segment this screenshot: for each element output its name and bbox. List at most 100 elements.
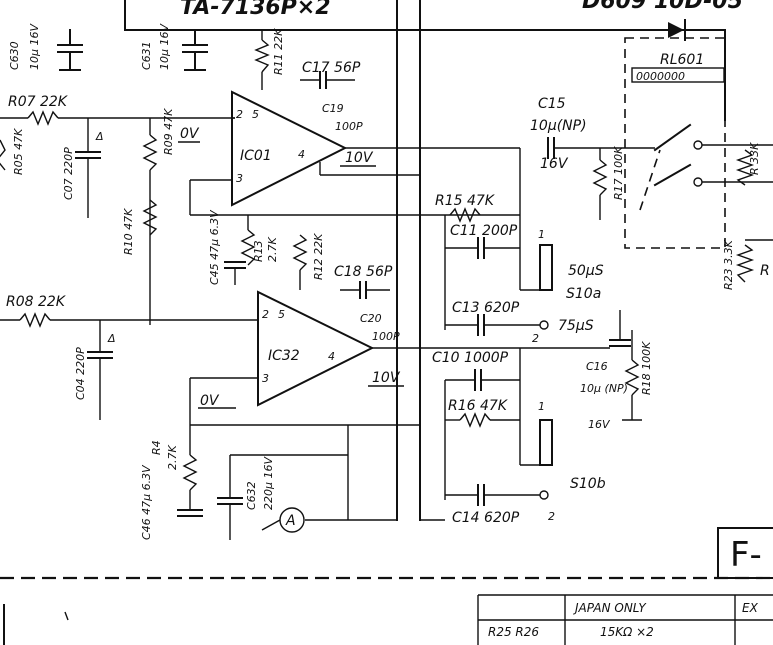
c19-label: C19 bbox=[322, 102, 344, 115]
relay-label: RL601 bbox=[660, 52, 704, 68]
pin-label: 2 bbox=[236, 108, 243, 121]
c632-value: 220µ 16V bbox=[262, 456, 275, 510]
r08-label: R08 22K bbox=[6, 294, 67, 310]
diode-label: D609 10D-05 bbox=[582, 0, 743, 14]
r10-label: R10 47K bbox=[122, 208, 135, 255]
figure-label: F- bbox=[730, 535, 762, 575]
c630-label: C630 bbox=[8, 41, 21, 70]
resistor-r17 bbox=[592, 159, 608, 196]
relay-coil bbox=[631, 67, 725, 83]
switch-pos-2: 2 bbox=[532, 332, 539, 345]
c631-value: 10µ 16V bbox=[158, 23, 171, 70]
resistor-r08 bbox=[19, 312, 51, 328]
switch-s10b-body bbox=[539, 419, 553, 466]
pin-label: 5 bbox=[278, 308, 285, 321]
resistor-r11 bbox=[254, 30, 270, 90]
pin-label: 3 bbox=[262, 372, 269, 385]
capacitor-c631 bbox=[182, 29, 208, 71]
resistor-r16 bbox=[459, 412, 491, 428]
ic-type-title: TA-7136P×2 bbox=[180, 0, 331, 20]
c18-label: C18 56P bbox=[334, 264, 393, 280]
r12-label: R12 22K bbox=[312, 233, 325, 280]
resistor-r4 bbox=[182, 454, 198, 491]
r09-label: R09 47K bbox=[162, 108, 175, 155]
relay-contact-b bbox=[653, 163, 692, 187]
resistor-label: R 33K bbox=[748, 142, 761, 175]
c45-label: C45 47µ 6.3V bbox=[208, 209, 221, 285]
r15-label: R15 47K bbox=[435, 193, 496, 209]
ic32-label: IC32 bbox=[268, 348, 300, 364]
r18-label: R18 100K bbox=[640, 341, 653, 395]
pin-label: 5 bbox=[252, 108, 259, 121]
resistor-label: R bbox=[760, 263, 770, 279]
resistor-r18 bbox=[624, 359, 640, 396]
switch-50us: 50µS bbox=[568, 263, 604, 279]
coil-windings: 0000000 bbox=[636, 70, 685, 83]
pin-label: 4 bbox=[298, 148, 305, 161]
capacitor-c630 bbox=[57, 29, 83, 71]
switch-pos-2: 2 bbox=[548, 510, 555, 523]
relay-terminal bbox=[693, 177, 703, 187]
resistor-label: R23 3.3K bbox=[722, 239, 735, 290]
resistor-r10 bbox=[142, 199, 158, 236]
c16-label: C16 bbox=[586, 360, 608, 373]
c04-label: C04 220P bbox=[74, 347, 87, 400]
table-header-ex: EX bbox=[742, 601, 759, 615]
relay-terminal bbox=[693, 140, 703, 150]
r17-label: R17 100K bbox=[612, 146, 625, 200]
delta-mark: Δ bbox=[107, 332, 116, 345]
r07-label: R07 22K bbox=[8, 94, 69, 110]
r4-value: 2.7K bbox=[166, 445, 179, 470]
opamp-ic32 bbox=[257, 290, 375, 407]
ic01-input-voltage: 0V bbox=[180, 126, 200, 142]
c20-label: C20 bbox=[360, 312, 382, 325]
c10-label: C10 1000P bbox=[432, 350, 509, 366]
c20-value: 100P bbox=[372, 330, 400, 343]
r4-label: R4 bbox=[150, 440, 163, 455]
meter-label: A bbox=[285, 513, 296, 529]
c15-voltage: 16V bbox=[540, 156, 569, 172]
r05-label: R05 47K bbox=[12, 128, 25, 175]
pin-label: 2 bbox=[262, 308, 269, 321]
relay-contact-a bbox=[653, 123, 692, 152]
resistor-right-mid bbox=[735, 244, 755, 283]
c15-value: 10µ(NP) bbox=[530, 118, 587, 134]
switch-75us: 75µS bbox=[558, 318, 594, 334]
c632-label: C632 bbox=[245, 481, 258, 510]
switch-pos-1: 1 bbox=[538, 400, 545, 413]
c630-value: 10µ 16V bbox=[28, 23, 41, 70]
relay-dashed-box bbox=[624, 37, 726, 249]
resistor-r15 bbox=[449, 207, 481, 223]
switch-terminal bbox=[539, 490, 549, 500]
switch-pos-1: 1 bbox=[538, 228, 545, 241]
c17-label: C17 56P bbox=[302, 60, 361, 76]
c19-value: 100P bbox=[335, 120, 363, 133]
resistor-right-top bbox=[735, 149, 755, 186]
c07-label: C07 220P bbox=[62, 147, 75, 200]
ic01-output-voltage: 10V bbox=[345, 150, 374, 166]
resistor-r09 bbox=[142, 134, 158, 171]
c13-label: C13 620P bbox=[452, 300, 520, 316]
resistor-r07 bbox=[27, 110, 59, 126]
switch-s10b-label: S10b bbox=[570, 476, 606, 492]
pin-label: 4 bbox=[328, 350, 335, 363]
switch-s10a-body bbox=[539, 244, 553, 291]
table-header-japan: JAPAN ONLY bbox=[573, 601, 647, 615]
wire bbox=[261, 519, 281, 531]
c15-label: C15 bbox=[538, 96, 566, 112]
r13-label: R13 bbox=[252, 240, 265, 262]
c16-value: 10µ (NP) bbox=[580, 382, 628, 395]
table-row-ref: R25 R26 bbox=[488, 625, 539, 639]
c46-label: C46 47µ 6.3V bbox=[140, 464, 153, 540]
relay-link bbox=[639, 149, 661, 211]
resistor-r13 bbox=[240, 229, 256, 266]
resistor-r12 bbox=[292, 234, 308, 271]
ic32-output-voltage: 10V bbox=[372, 370, 401, 386]
switch-s10a-label: S10a bbox=[566, 286, 601, 302]
c16-voltage: 16V bbox=[588, 418, 611, 431]
switch-terminal bbox=[539, 320, 549, 330]
c14-label: C14 620P bbox=[452, 510, 520, 526]
tick-mark bbox=[64, 611, 69, 621]
c11-label: C11 200P bbox=[450, 223, 518, 239]
